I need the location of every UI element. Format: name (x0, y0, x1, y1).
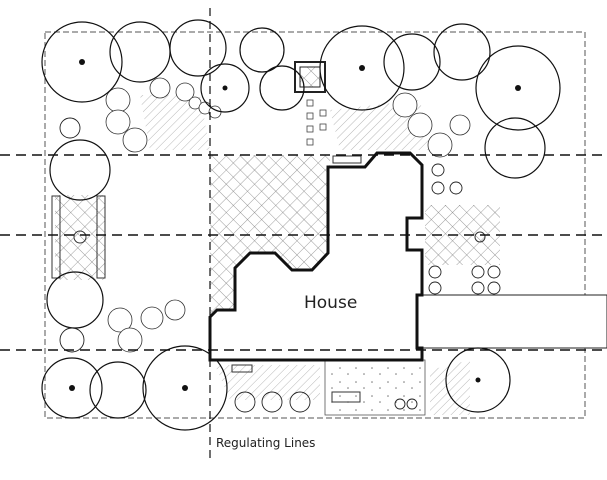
arbor (294, 61, 326, 93)
small-shrubs (59, 117, 501, 413)
fountain (474, 231, 486, 243)
regulating-lines-caption: Regulating Lines (216, 436, 316, 450)
fountain (73, 230, 87, 244)
planting-bed (215, 365, 320, 400)
gravel-area (324, 359, 426, 416)
bench (231, 364, 253, 373)
property-boundary (44, 31, 586, 419)
house-outline (208, 151, 424, 362)
planting-bed (430, 360, 470, 415)
bench (331, 391, 361, 403)
shrub-masses (105, 77, 471, 353)
stepping-stones (306, 99, 327, 146)
bench (332, 155, 362, 164)
pergola-post (51, 195, 61, 279)
driveway (416, 294, 607, 349)
arbor-paving (299, 66, 321, 88)
regulating-lines (0, 8, 607, 460)
pergola-post (96, 195, 106, 279)
trees (41, 19, 561, 431)
house-label: House (304, 293, 358, 313)
tree-trunks (69, 59, 521, 391)
